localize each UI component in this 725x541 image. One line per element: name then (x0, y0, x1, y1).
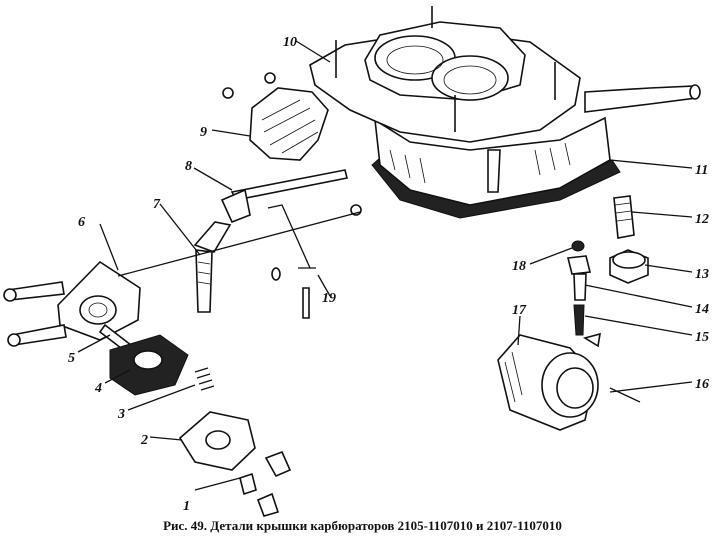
part-3-spring (194, 367, 215, 391)
label-12: 12 (695, 212, 709, 227)
label-1: 1 (183, 499, 190, 514)
label-3: 3 (117, 407, 125, 422)
label-9: 9 (200, 125, 207, 140)
label-2: 2 (140, 433, 148, 448)
label-8: 8 (185, 159, 192, 174)
part-labels: 1 2 3 4 5 6 7 8 9 10 11 12 13 14 15 16 1… (68, 35, 709, 514)
part-6-cover (3, 260, 141, 347)
label-11: 11 (695, 163, 708, 178)
part-2-housing (178, 411, 292, 517)
part-8-axle (220, 169, 362, 224)
figure-caption: Рис. 49. Детали крышки карбюраторов 2105… (163, 518, 562, 533)
label-19: 19 (322, 291, 336, 306)
label-16: 16 (695, 377, 709, 392)
carburetor-cover (309, 6, 701, 219)
label-15: 15 (695, 330, 709, 345)
label-17: 17 (512, 303, 527, 318)
label-7: 7 (153, 197, 161, 212)
label-5: 5 (68, 351, 75, 366)
label-4: 4 (94, 381, 102, 396)
part-9-plate (222, 72, 329, 161)
label-14: 14 (695, 302, 709, 317)
leader-lines (77, 40, 693, 491)
part-16-pin (609, 387, 641, 403)
part-4-diaphragm (109, 334, 189, 396)
parts-12-15-fittings (567, 195, 649, 336)
part-7-rod (193, 221, 232, 313)
part-19-bent-rod (267, 204, 316, 319)
part-17-solenoid (497, 332, 601, 431)
label-18: 18 (512, 259, 526, 274)
label-6: 6 (78, 215, 85, 230)
label-13: 13 (695, 267, 709, 282)
label-10: 10 (283, 35, 297, 50)
